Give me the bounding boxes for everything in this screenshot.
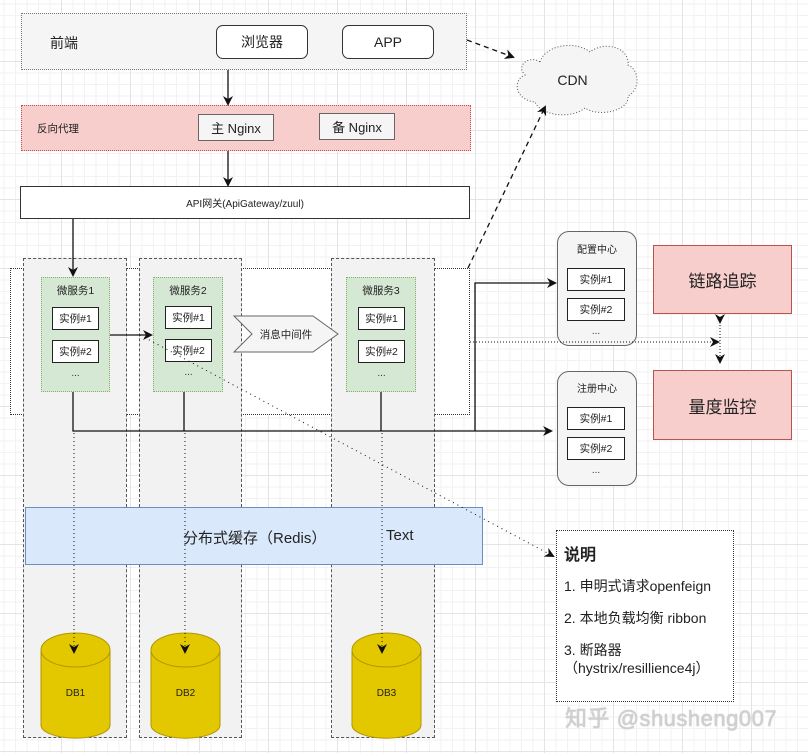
arrow-services-cdn <box>467 105 547 269</box>
note-title: 说明 <box>564 547 597 564</box>
microservice-3-more: ... <box>377 367 386 379</box>
note-item-3-detail: （hystrix/resillience4j） <box>564 660 710 676</box>
config-center-instance-2[interactable]: 实例#2 <box>567 298 625 321</box>
primary-nginx-node[interactable]: 主 Nginx <box>198 114 274 141</box>
reverse-proxy-label: 反向代理 <box>37 123 79 135</box>
microservice-2-more: ... <box>184 366 193 378</box>
app-node[interactable]: APP <box>342 25 434 59</box>
cache-extra-text: Text <box>386 527 414 544</box>
config-center-title: 配置中心 <box>577 244 617 256</box>
registry-center-instance-1[interactable]: 实例#1 <box>567 407 625 430</box>
cache-label: 分布式缓存（Redis） <box>183 530 327 547</box>
registry-center-instance-2[interactable]: 实例#2 <box>567 437 625 460</box>
db1-label: DB1 <box>65 687 86 699</box>
backup-nginx-node[interactable]: 备 Nginx <box>319 113 395 140</box>
microservice-2-instance-2[interactable]: 实例#2 <box>165 339 212 362</box>
config-center-instance-1[interactable]: 实例#1 <box>567 268 625 291</box>
microservice-1[interactable] <box>41 277 110 392</box>
note-box: 说明 1. 申明式请求openfeign 2. 本地负载均衡 ribbon 3.… <box>556 530 734 702</box>
watermark: 知乎 @shusheng007 <box>565 706 778 731</box>
frontend-label: 前端 <box>50 35 78 51</box>
note-item-1: 1. 申明式请求openfeign <box>564 578 712 594</box>
microservice-3-title: 微服务3 <box>362 284 400 297</box>
microservice-1-instance-2[interactable]: 实例#2 <box>52 340 99 363</box>
monitoring-node[interactable]: 量度监控 <box>653 370 792 440</box>
microservice-1-more: ... <box>71 367 80 379</box>
microservice-1-title: 微服务1 <box>56 284 95 297</box>
note-item-3: 3. 断路器 <box>564 642 622 658</box>
microservice-3-instance-2[interactable]: 实例#2 <box>358 340 405 363</box>
registry-center-title: 注册中心 <box>577 383 617 395</box>
api-gateway[interactable]: API网关(ApiGateway/zuul) <box>20 186 470 219</box>
cdn-label: CDN <box>557 72 588 88</box>
arrow-to-config-center <box>474 278 557 431</box>
registry-center-more: ... <box>591 464 601 476</box>
microservice-1-instance-1[interactable]: 实例#1 <box>52 307 99 330</box>
microservice-2-title: 微服务2 <box>169 284 207 297</box>
tracing-node[interactable]: 链路追踪 <box>653 245 792 314</box>
microservice-2-instance-1[interactable]: 实例#1 <box>165 306 212 329</box>
microservice-3-instance-1[interactable]: 实例#1 <box>358 307 405 330</box>
mq-label: 消息中间件 <box>259 328 313 341</box>
db3-label: DB3 <box>376 687 397 699</box>
note-item-2: 2. 本地负载均衡 ribbon <box>564 610 707 626</box>
browser-node[interactable]: 浏览器 <box>216 25 308 59</box>
config-center-more: ... <box>591 325 601 337</box>
db2-label: DB2 <box>175 687 196 699</box>
arrow-frontend-cdn <box>466 39 515 59</box>
